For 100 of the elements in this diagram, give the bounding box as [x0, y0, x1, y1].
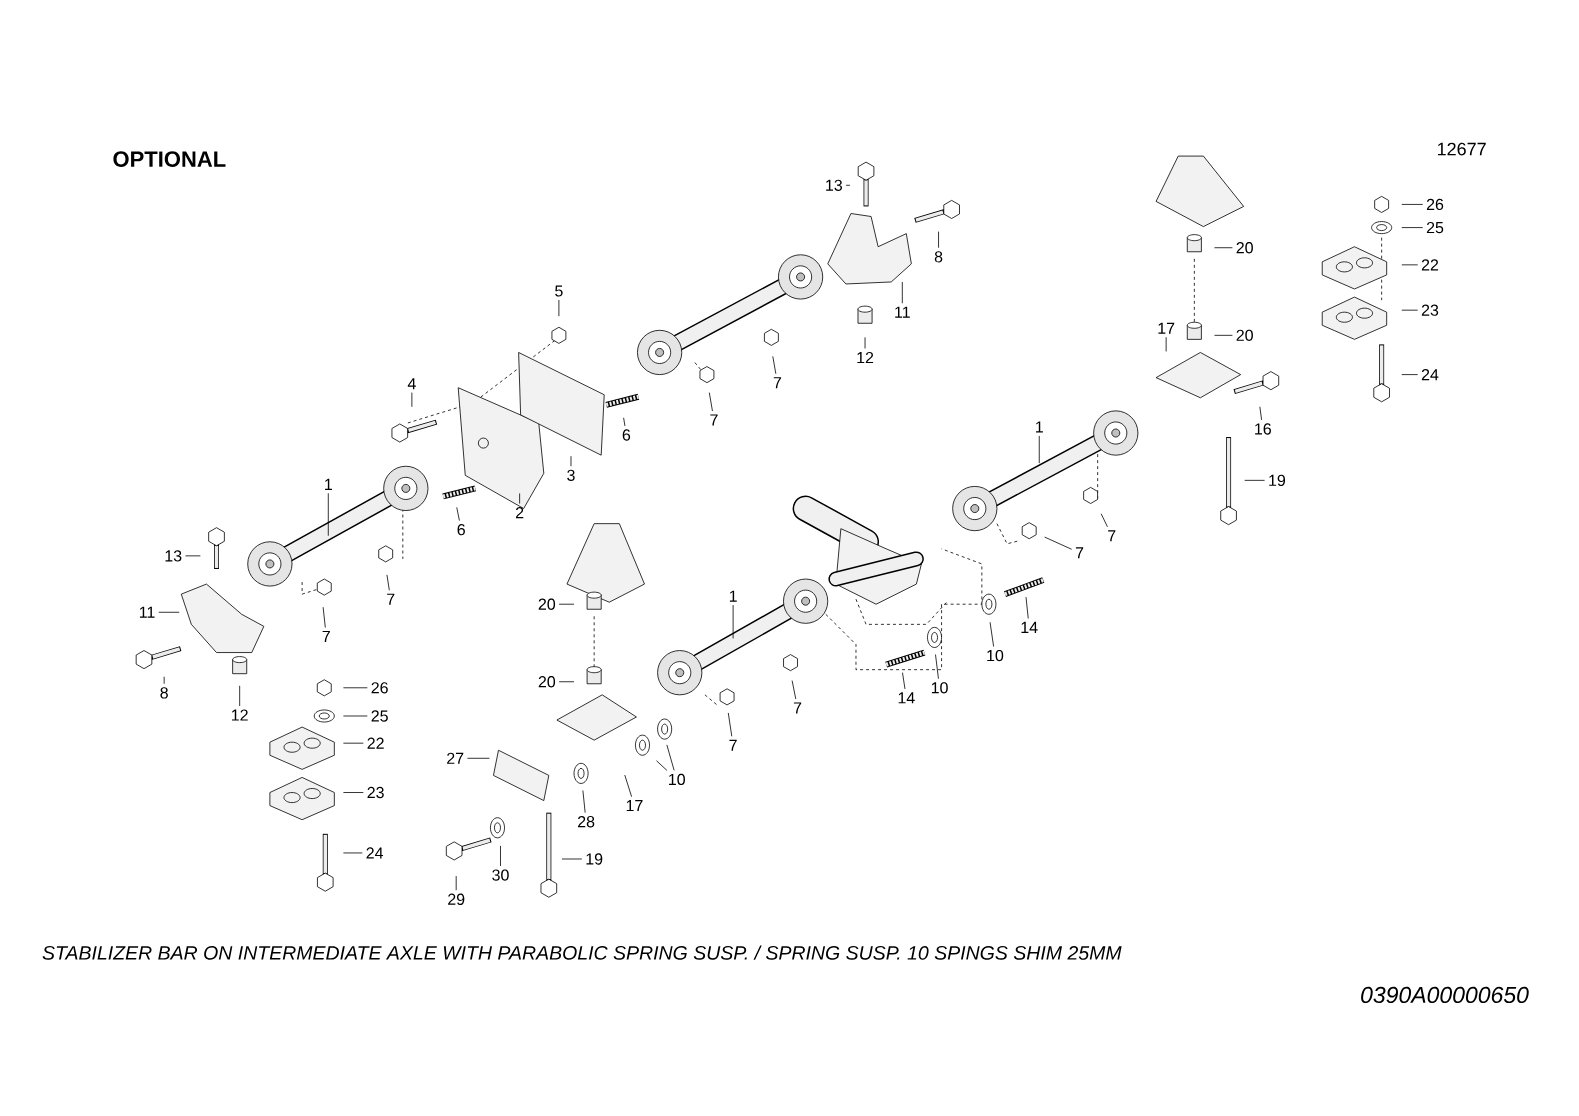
- callout-number: 26: [1426, 198, 1444, 211]
- callout-number: 25: [1426, 222, 1444, 234]
- callout-number: 2: [516, 507, 524, 519]
- leader-line: [582, 790, 586, 814]
- callout-number: 20: [1236, 329, 1253, 342]
- leader-line: [455, 875, 457, 891]
- leader-line: [1401, 374, 1419, 376]
- callout-number: 7: [773, 377, 782, 389]
- leader-line: [1044, 536, 1073, 550]
- callout-number: 1: [325, 479, 332, 490]
- callout-number: 8: [160, 687, 168, 699]
- leader-line: [322, 606, 326, 629]
- leader-line: [623, 417, 626, 427]
- leader-line: [163, 676, 165, 685]
- leader-line: [791, 680, 797, 700]
- leader-line: [386, 574, 390, 591]
- leader-line: [158, 612, 180, 613]
- leader-line: [456, 507, 460, 522]
- leader-line: [772, 356, 777, 375]
- callout-number: 7: [793, 702, 802, 714]
- callout-number: 11: [895, 306, 910, 318]
- callout-number: 14: [898, 692, 915, 704]
- leader-line: [558, 299, 560, 317]
- callout-number: 26: [371, 682, 388, 694]
- leader-line: [185, 555, 201, 557]
- leader-line: [1259, 406, 1262, 421]
- leader-line: [343, 687, 368, 689]
- leader-line: [624, 774, 632, 798]
- callout-number: 13: [826, 179, 842, 192]
- leader-line: [1100, 513, 1108, 528]
- callout-number: 12: [232, 709, 248, 721]
- leader-line: [1214, 335, 1233, 336]
- callout-number: 5: [555, 285, 563, 297]
- callout-number: 19: [1269, 474, 1286, 487]
- callout-number: 3: [567, 469, 575, 482]
- title: OPTIONAL: [113, 151, 226, 167]
- callout-number: 24: [366, 847, 384, 859]
- leader-line: [901, 281, 903, 304]
- leader-line: [935, 654, 939, 680]
- callout-number: 13: [165, 550, 182, 562]
- callout-number: 17: [1158, 322, 1175, 334]
- callout-number: 11: [139, 606, 155, 618]
- callout-number: 7: [387, 593, 395, 605]
- callout-number: 20: [538, 676, 556, 688]
- callout-number: 10: [987, 650, 1004, 662]
- leader-line: [570, 455, 572, 467]
- callout-number: 16: [1255, 423, 1271, 435]
- leader-line: [1244, 480, 1265, 481]
- leader-line: [1165, 336, 1167, 352]
- leader-line: [864, 337, 866, 349]
- drawing-number: 12677: [1438, 142, 1486, 156]
- callout-number: 22: [1421, 259, 1439, 271]
- callout-number: 6: [622, 429, 631, 441]
- callout-number: 20: [1236, 242, 1253, 254]
- leader-line: [343, 792, 364, 794]
- leader-line: [1401, 227, 1424, 229]
- callout-number: 28: [578, 816, 595, 828]
- callout-number: 7: [1108, 530, 1116, 542]
- leader-line: [1025, 596, 1029, 619]
- callout-number: 23: [367, 787, 384, 799]
- leader-line: [1038, 435, 1040, 464]
- callout-number: 23: [1421, 304, 1439, 316]
- callout-number: 6: [457, 524, 465, 536]
- callout-number: 14: [1021, 622, 1038, 633]
- callout-number: 30: [492, 869, 509, 881]
- callout-number: 19: [586, 853, 603, 865]
- callout-number: 1: [1036, 421, 1043, 433]
- leader-line: [343, 852, 363, 854]
- callout-number: 7: [1075, 547, 1084, 559]
- callout-number: 1: [729, 590, 737, 602]
- callout-number: 8: [934, 251, 943, 263]
- leader-line: [666, 744, 675, 771]
- leader-line: [558, 603, 575, 605]
- callout-number: 27: [447, 752, 464, 764]
- leader-line: [327, 493, 329, 537]
- callout-number: 25: [371, 710, 388, 722]
- caption: STABILIZER BAR ON INTERMEDIATE AXLE WITH PARABOLIC SPRING SUSP. / SPRING SUSP. 10 SPINGS SHIM 25MM: [42, 945, 1122, 960]
- callout-number: 4: [407, 378, 416, 390]
- leader-line: [938, 231, 939, 249]
- callout-number: 24: [1421, 369, 1439, 381]
- leader-line: [727, 712, 733, 737]
- part-number: 0390A00000650: [1361, 986, 1529, 1004]
- callout-number: 10: [669, 773, 685, 786]
- callout-number: 7: [710, 414, 718, 426]
- callout-number: 17: [626, 800, 643, 812]
- leader-line: [411, 392, 413, 408]
- leader-line: [500, 845, 501, 867]
- callout-number: 7: [729, 739, 737, 751]
- leader-line: [561, 858, 583, 860]
- callout-number: 12: [857, 352, 874, 364]
- callout-number: 10: [931, 682, 948, 694]
- callout-number: 20: [538, 598, 556, 610]
- leader-line: [1401, 309, 1419, 311]
- leader-line: [1214, 247, 1233, 249]
- callout-number: 29: [448, 893, 465, 906]
- callout-number: 7: [322, 631, 330, 643]
- leader-line: [845, 185, 851, 186]
- leader-line: [519, 493, 521, 505]
- callout-number: 22: [367, 737, 384, 749]
- leader-line: [708, 392, 713, 412]
